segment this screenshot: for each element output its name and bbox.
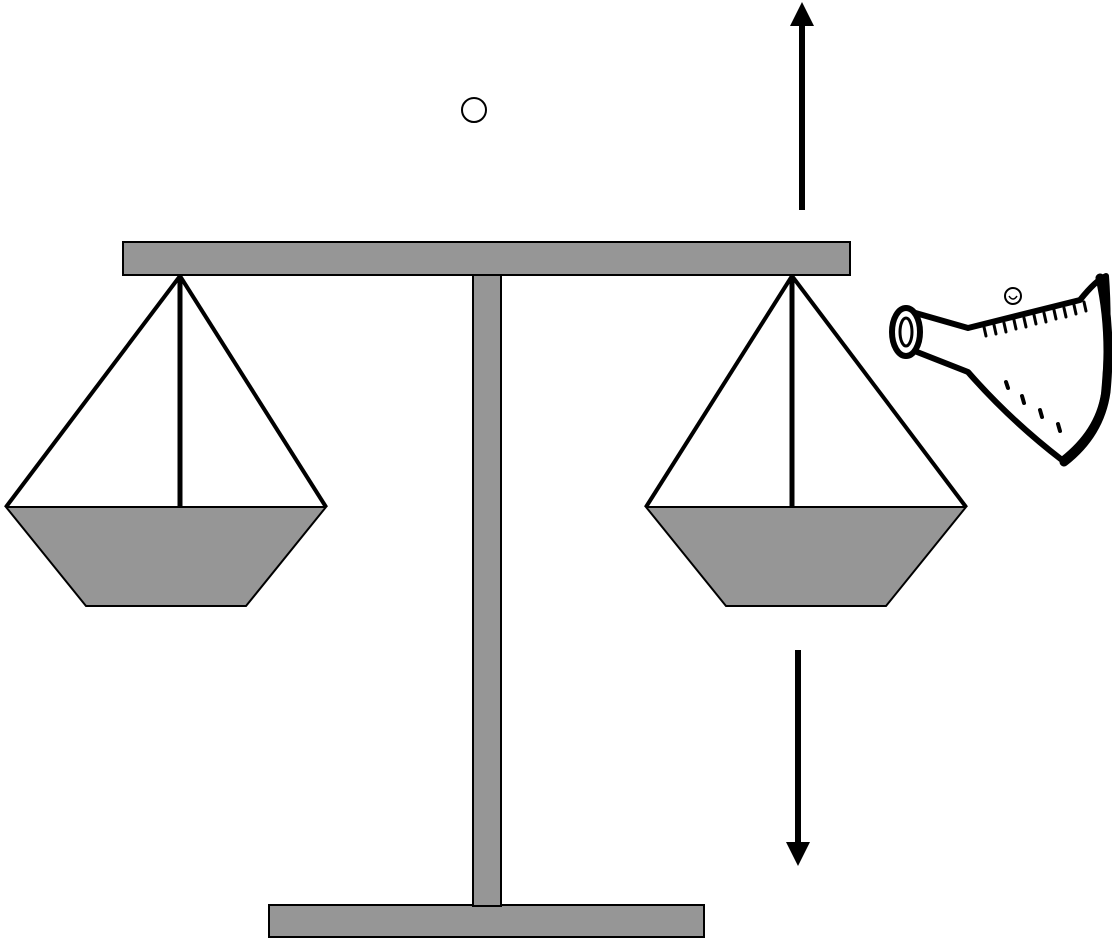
arrow-up <box>790 2 814 210</box>
circle-marker <box>461 97 487 123</box>
right-pan-assembly <box>643 274 969 607</box>
scale-post <box>472 273 502 907</box>
scale-base <box>268 904 705 938</box>
arrow-down <box>786 650 810 866</box>
left-pan-assembly <box>3 274 329 607</box>
scale-beam <box>122 241 851 276</box>
erlenmeyer-flask-icon <box>889 273 1112 467</box>
right-pan <box>643 506 969 607</box>
left-pan <box>3 506 329 607</box>
